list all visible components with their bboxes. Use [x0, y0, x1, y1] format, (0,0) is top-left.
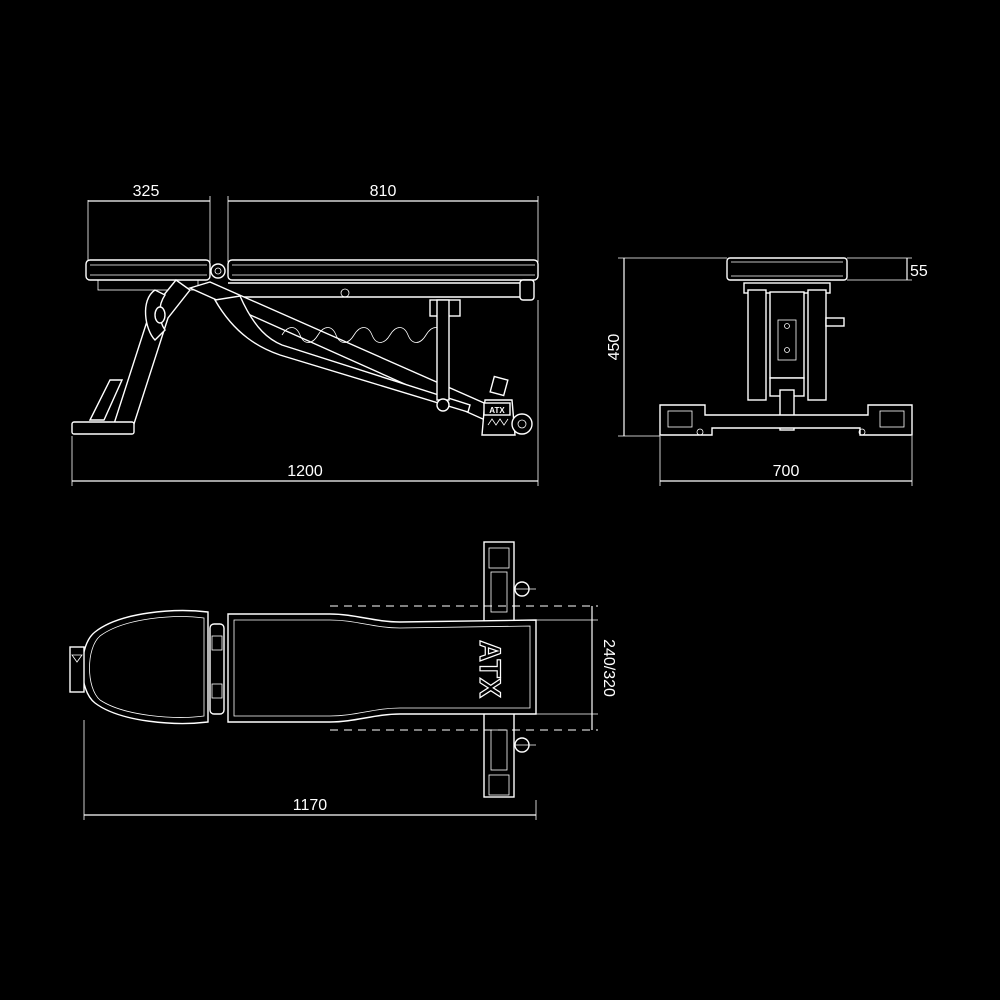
side-main-rail [187, 281, 502, 421]
dim-label-55: 55 [910, 263, 928, 280]
top-dim-240-320: 240/320 [330, 605, 617, 731]
side-top-dimensions: 325 810 [87, 183, 539, 262]
side-logo: ATX [489, 406, 505, 415]
front-pad [726, 257, 848, 281]
hinge-icon [210, 263, 226, 279]
dim-label-450: 450 [606, 334, 623, 361]
top-hinge [209, 623, 225, 715]
top-logo: ATX [473, 640, 506, 698]
side-front-leg [71, 279, 192, 435]
front-dim-55: 55 [847, 257, 928, 281]
side-seat-pad [85, 259, 211, 291]
top-dim-1170: 1170 [83, 720, 537, 820]
front-view: 55 450 700 [606, 257, 928, 486]
side-bottom-dimension: 1200 [71, 300, 539, 486]
front-column [743, 282, 845, 431]
top-seat-pad [81, 609, 209, 725]
top-front-foot [69, 646, 85, 693]
side-rear-foot: ATX [481, 375, 533, 436]
dim-label-325: 325 [133, 183, 160, 200]
side-view: 325 810 [71, 183, 539, 486]
dim-label-240-320: 240/320 [600, 639, 617, 697]
dim-label-1170: 1170 [293, 797, 328, 814]
dim-label-810: 810 [370, 183, 397, 200]
dim-label-1200: 1200 [287, 463, 323, 480]
side-back-pad [227, 259, 539, 317]
front-dim-700: 700 [659, 436, 913, 486]
top-view: ATX 240/320 1170 [69, 541, 617, 820]
front-dim-450: 450 [606, 257, 727, 437]
dim-label-700: 700 [773, 463, 800, 480]
front-base [659, 404, 913, 436]
